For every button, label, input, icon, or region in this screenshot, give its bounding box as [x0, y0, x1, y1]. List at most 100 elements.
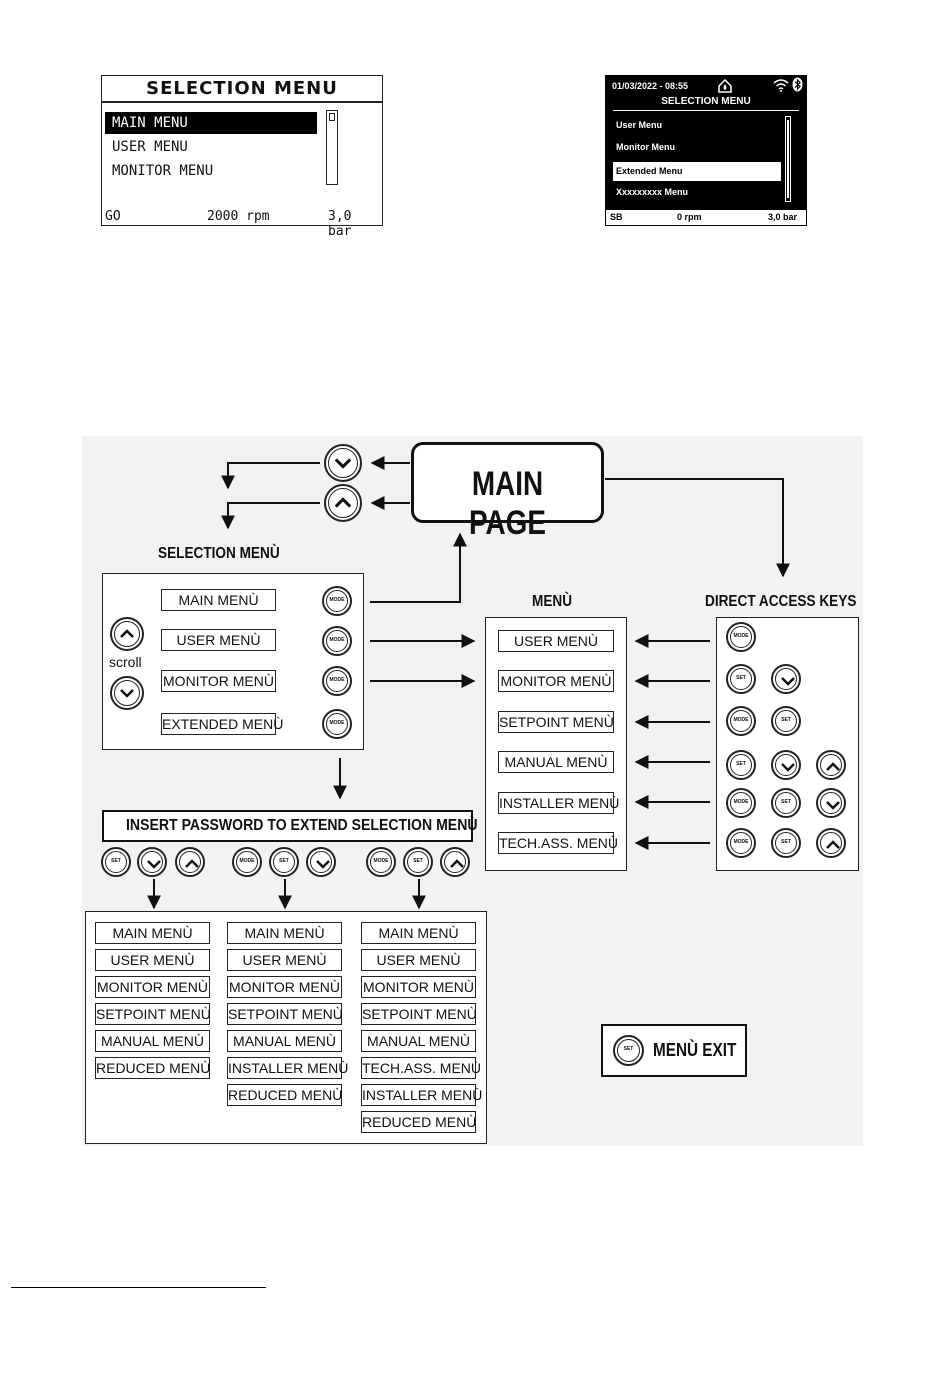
up-key[interactable]: [816, 750, 846, 780]
lcd-item-extended-menu[interactable]: Extended Menu: [613, 162, 781, 181]
chevron-up-icon: [185, 859, 199, 868]
extended-menu-item[interactable]: MAIN MENÙ: [95, 922, 210, 944]
menu-monitor[interactable]: MONITOR MENÙ: [498, 670, 614, 692]
up-key[interactable]: [324, 484, 362, 522]
lcd-item-user-menu[interactable]: User Menu: [616, 120, 663, 130]
down-key[interactable]: [137, 847, 167, 877]
extended-menu-item[interactable]: MAIN MENÙ: [361, 922, 476, 944]
extended-menu-item[interactable]: MONITOR MENÙ: [361, 976, 476, 998]
chevron-down-icon: [781, 677, 795, 686]
lcd-divider: [102, 101, 382, 103]
scroll-down-key[interactable]: [110, 676, 144, 710]
set-key[interactable]: SET: [613, 1035, 644, 1066]
lcd-title: SELECTION MENU: [661, 96, 751, 107]
menu-user[interactable]: USER MENÙ: [498, 630, 614, 652]
extended-menu-item[interactable]: SETPOINT MENÙ: [227, 1003, 343, 1025]
set-key-label: SET: [736, 675, 746, 681]
menu-setpoint[interactable]: SETPOINT MENÙ: [498, 711, 614, 733]
insert-password-label: INSERT PASSWORD TO EXTEND SELECTION MENÙ: [126, 817, 478, 834]
set-key[interactable]: SET: [726, 664, 756, 694]
lcd-scrollbar[interactable]: [326, 110, 338, 185]
mode-key[interactable]: MODE: [322, 586, 352, 616]
extended-menu-item[interactable]: MONITOR MENÙ: [227, 976, 342, 998]
extended-menu-item[interactable]: MONITOR MENÙ: [95, 976, 210, 998]
color-lcd-screen: 01/03/2022 - 08:55 SELECTION MENU User M…: [605, 75, 807, 226]
lcd-status-left: GO: [105, 209, 121, 224]
mode-key[interactable]: MODE: [726, 622, 756, 652]
lcd-item-monitor-menu[interactable]: Monitor Menu: [616, 142, 675, 152]
set-key-label: SET: [279, 858, 289, 864]
lcd-item-other-menu[interactable]: Xxxxxxxxx Menu: [616, 187, 689, 197]
set-key[interactable]: SET: [726, 750, 756, 780]
mode-key[interactable]: MODE: [726, 828, 756, 858]
extended-menu-item[interactable]: INSTALLER MENÙ: [227, 1057, 348, 1079]
extended-menus-box: [85, 911, 487, 1144]
lcd-item-user-menu[interactable]: USER MENU: [112, 139, 188, 155]
chevron-up-icon: [826, 762, 840, 771]
extended-menu-item[interactable]: USER MENÙ: [227, 949, 342, 971]
extended-menu-item[interactable]: REDUCED MENÙ: [95, 1057, 210, 1079]
extended-menu-item[interactable]: REDUCED MENÙ: [227, 1084, 342, 1106]
lcd-item-monitor-menu[interactable]: MONITOR MENU: [112, 163, 214, 179]
lcd-item-main-menu[interactable]: MAIN MENU: [105, 112, 317, 134]
set-key[interactable]: SET: [771, 828, 801, 858]
scrollbar-thumb[interactable]: [787, 120, 789, 198]
set-key[interactable]: SET: [101, 847, 131, 877]
menu-installer[interactable]: INSTALLER MENÙ: [498, 792, 619, 814]
down-key[interactable]: [771, 750, 801, 780]
down-key[interactable]: [306, 847, 336, 877]
up-key[interactable]: [816, 828, 846, 858]
up-key[interactable]: [440, 847, 470, 877]
selection-monitor-menu[interactable]: MONITOR MENÙ: [161, 670, 276, 692]
mode-key[interactable]: MODE: [322, 626, 352, 656]
extended-menu-item[interactable]: MANUAL MENÙ: [361, 1030, 476, 1052]
extended-menu-item[interactable]: MAIN MENÙ: [227, 922, 342, 944]
mode-key-label: MODE: [733, 633, 749, 639]
extended-menu-item[interactable]: SETPOINT MENÙ: [361, 1003, 477, 1025]
selection-main-menu[interactable]: MAIN MENÙ: [161, 589, 276, 611]
lcd-scrollbar[interactable]: [785, 116, 791, 202]
extended-menu-item[interactable]: USER MENÙ: [361, 949, 476, 971]
extended-menu-item[interactable]: MANUAL MENÙ: [227, 1030, 342, 1052]
scrollbar-thumb[interactable]: [329, 113, 335, 121]
footnote-separator: [11, 1287, 266, 1288]
selection-menu-header: SELECTION MENÙ: [158, 545, 280, 562]
mode-key[interactable]: MODE: [366, 847, 396, 877]
chevron-down-icon: [334, 458, 352, 469]
mode-key[interactable]: MODE: [322, 709, 352, 739]
mode-key[interactable]: MODE: [726, 706, 756, 736]
down-key[interactable]: [816, 788, 846, 818]
down-key[interactable]: [771, 664, 801, 694]
lcd-status-left: SB: [610, 212, 623, 222]
set-key[interactable]: SET: [269, 847, 299, 877]
chevron-down-icon: [826, 801, 840, 810]
main-page-box[interactable]: MAIN PAGE: [411, 442, 604, 542]
lcd-status-right: 3,0 bar: [768, 212, 798, 222]
selection-user-menu[interactable]: USER MENÙ: [161, 629, 276, 651]
menu-manual[interactable]: MANUAL MENÙ: [498, 751, 614, 773]
mode-key-label: MODE: [239, 858, 255, 864]
set-key[interactable]: SET: [771, 788, 801, 818]
menu-exit-box[interactable]: SET MENÙ EXIT: [601, 1024, 747, 1077]
up-key[interactable]: [175, 847, 205, 877]
extended-menu-item[interactable]: SETPOINT MENÙ: [95, 1003, 211, 1025]
extended-menu-item[interactable]: INSTALLER MENÙ: [361, 1084, 482, 1106]
pump-house-icon: [718, 79, 732, 93]
extended-menu-item[interactable]: MANUAL MENÙ: [95, 1030, 210, 1052]
selection-extended-menu[interactable]: EXTENDED MENÙ: [161, 713, 283, 735]
lcd-status-bar: SB 0 rpm 3,0 bar: [605, 209, 807, 226]
extended-menu-item[interactable]: TECH.ASS. MENÙ: [361, 1057, 481, 1079]
down-key[interactable]: [324, 444, 362, 482]
mode-key[interactable]: MODE: [726, 788, 756, 818]
extended-menu-item[interactable]: REDUCED MENÙ: [361, 1111, 476, 1133]
mode-key[interactable]: MODE: [322, 666, 352, 696]
chevron-down-icon: [781, 763, 795, 772]
set-key[interactable]: SET: [771, 706, 801, 736]
mode-key[interactable]: MODE: [232, 847, 262, 877]
lcd-title: SELECTION MENU: [146, 78, 338, 99]
classic-lcd-screen: SELECTION MENU MAIN MENU USER MENU MONIT…: [101, 75, 383, 239]
set-key[interactable]: SET: [403, 847, 433, 877]
menu-tech-ass[interactable]: TECH.ASS. MENÙ: [498, 832, 618, 854]
scroll-up-key[interactable]: [110, 617, 144, 651]
extended-menu-item[interactable]: USER MENÙ: [95, 949, 210, 971]
